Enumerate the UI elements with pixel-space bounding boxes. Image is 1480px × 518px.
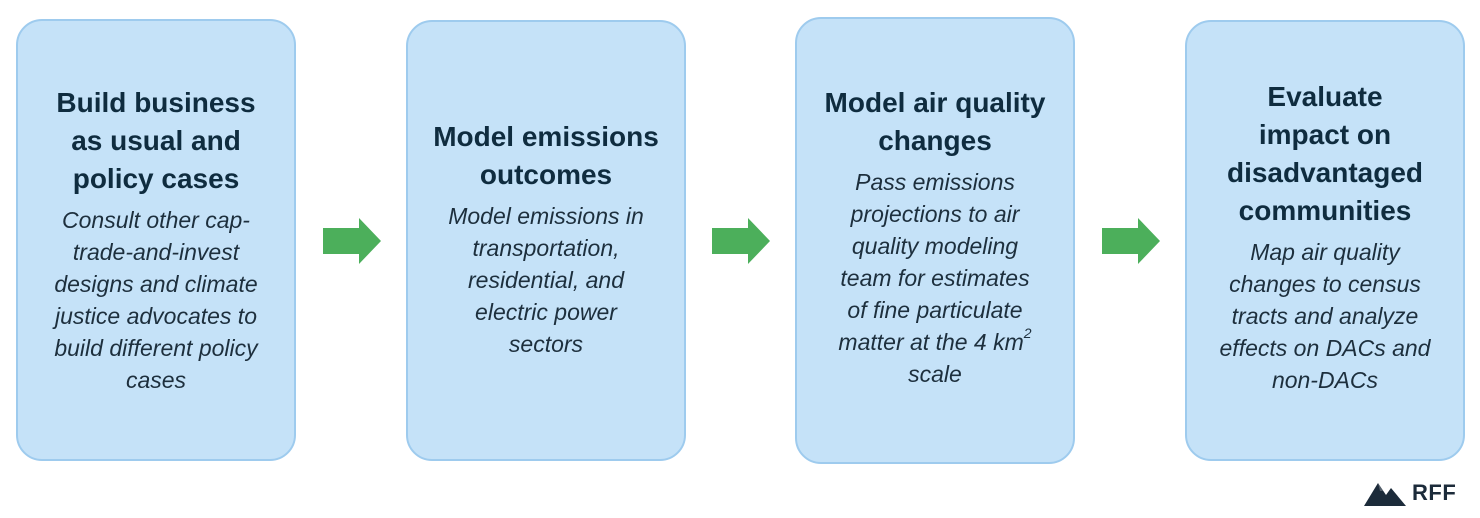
step-3-description-line: projections to air	[850, 201, 1020, 227]
arrow-right-icon	[323, 218, 381, 264]
step-4-title: Evaluate impact on disadvantaged communi…	[1226, 81, 1424, 226]
step-2-title: Model emissions outcomes	[433, 121, 659, 190]
arrow-shape	[323, 218, 381, 264]
step-2-box: Model emissions outcomes Model emissions…	[406, 20, 686, 461]
arrow-shape	[712, 218, 770, 264]
step-1-box: Build business as usual and policy cases…	[16, 19, 296, 461]
step-3-description-km-text: matter at the 4 km	[838, 329, 1024, 355]
logo-text: RFF	[1412, 480, 1457, 505]
rff-logo: RFF	[1364, 478, 1456, 508]
step-3-box: Model air quality changes Pass emissions…	[795, 17, 1075, 464]
arrow-right-icon	[1102, 218, 1160, 264]
step-3-description: Pass emissions projections to air qualit…	[838, 166, 1031, 390]
step-3-description-line: Pass emissions	[855, 169, 1015, 195]
step-1-title: Build business as usual and policy cases	[56, 87, 256, 194]
arrow-right-icon	[712, 218, 770, 264]
step-3-title: Model air quality changes	[824, 87, 1046, 156]
mountain-logo-icon	[1364, 483, 1406, 506]
step-1-description: Consult other cap- trade-and-invest desi…	[54, 207, 258, 393]
step-2-description: Model emissions in transportation, resid…	[448, 203, 644, 357]
step-3-description-line: of fine particulate	[847, 297, 1023, 323]
step-3-description-line: team for estimates	[840, 265, 1030, 291]
step-4-description: Map air quality changes to census tracts…	[1219, 239, 1431, 393]
superscript-2: 2	[1023, 325, 1032, 342]
step-4-box: Evaluate impact on disadvantaged communi…	[1185, 20, 1465, 461]
step-3-description-line: scale	[908, 361, 962, 387]
arrow-shape	[1102, 218, 1160, 264]
step-3-description-line-km: matter at the 4 km2	[838, 326, 1031, 358]
step-3-description-line: quality modeling	[851, 233, 1019, 259]
